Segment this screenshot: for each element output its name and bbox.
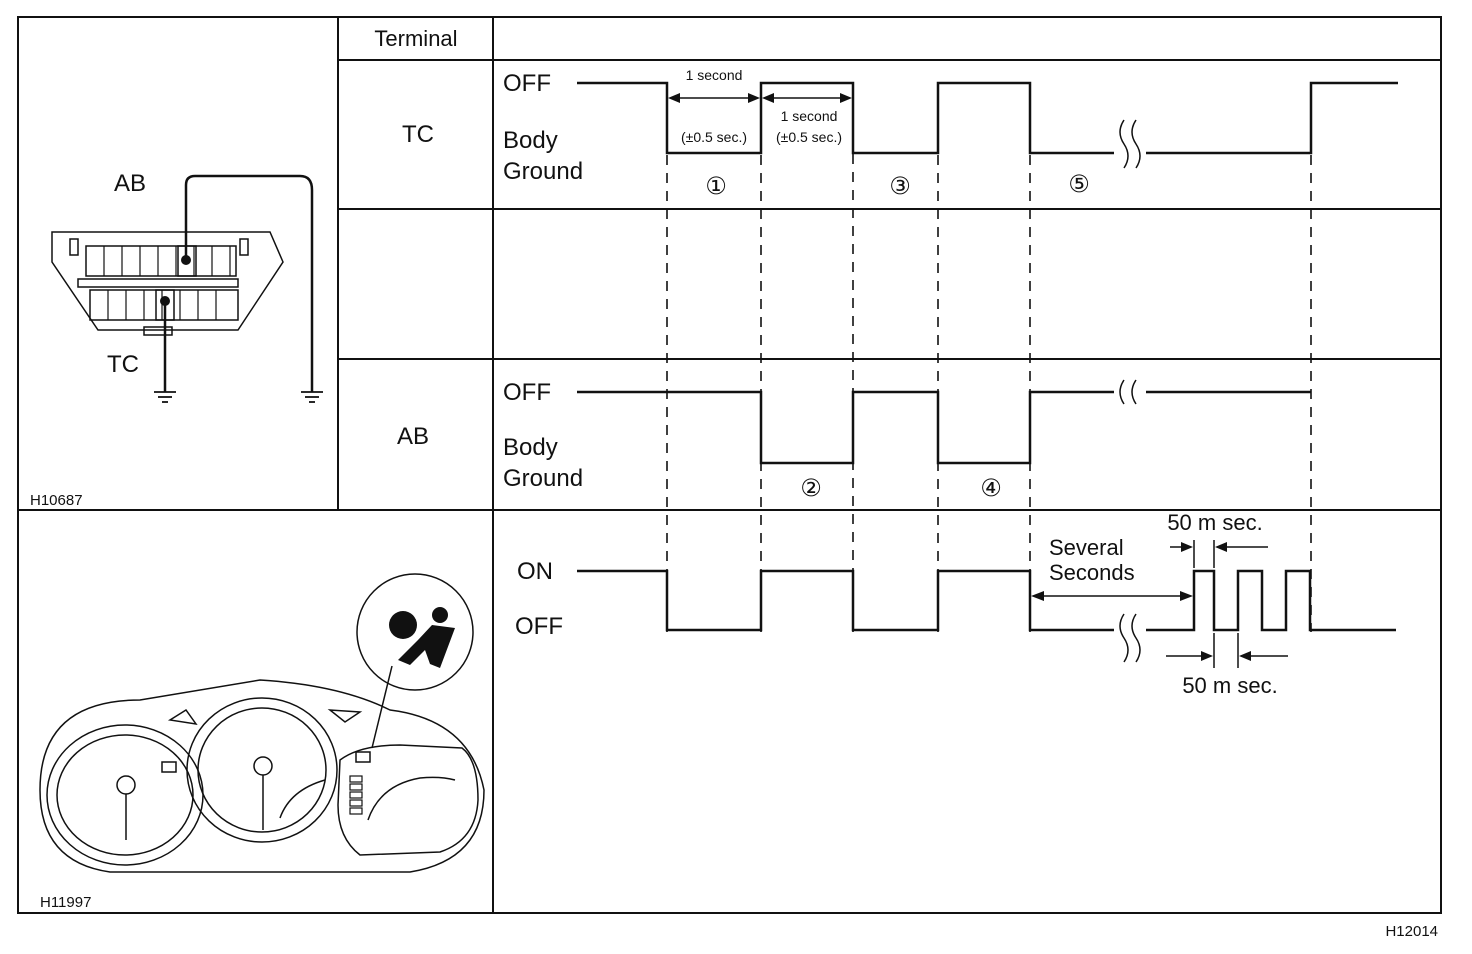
lamp-waveform <box>577 569 1396 663</box>
ab-waveform <box>577 379 1311 465</box>
several-label-2: Seconds <box>1049 560 1135 585</box>
table-grid <box>17 16 1442 914</box>
ab-ground-label: Ground <box>503 465 583 492</box>
interval-arrows <box>668 93 852 103</box>
dlc-connector-illustration <box>51 174 323 403</box>
ab-body-label: Body <box>503 434 558 461</box>
break-symbol <box>1119 613 1141 663</box>
lamp-on-label: ON <box>517 558 553 585</box>
lamp-off-label: OFF <box>515 613 563 640</box>
step-4: ④ <box>980 475 1002 502</box>
interval1-label: 1 second <box>686 67 743 83</box>
connector-ab-label: AB <box>114 170 146 197</box>
interval2-label: 1 second <box>781 108 838 124</box>
connector-tc-label: TC <box>107 351 139 378</box>
page-figure-code: H12014 <box>1385 923 1438 940</box>
step-1: ① <box>705 173 727 200</box>
cluster-figure-code: H11997 <box>40 894 91 911</box>
airbag-lamp-icon <box>389 611 417 639</box>
fuel-gauge-bars <box>349 775 363 815</box>
break-symbol <box>1119 119 1141 169</box>
pulse-width-arrows <box>1166 540 1288 668</box>
step-5: ⑤ <box>1068 171 1090 198</box>
pulse-on-label: 50 m sec. <box>1167 510 1262 535</box>
tc-waveform <box>577 81 1398 169</box>
connector-figure-code: H10687 <box>30 492 83 509</box>
ground-symbol <box>301 391 323 403</box>
pulse-off-label: 50 m sec. <box>1182 673 1277 698</box>
break-symbol <box>1119 379 1137 405</box>
step-3: ③ <box>889 173 911 200</box>
connector-pins <box>103 246 231 320</box>
step-2: ② <box>800 475 822 502</box>
several-label-1: Several <box>1049 535 1124 560</box>
ab-off-label: OFF <box>503 379 551 406</box>
tc-body-label: Body <box>503 127 558 154</box>
combination-meter-illustration <box>39 573 485 873</box>
ground-symbol <box>154 391 176 403</box>
interval1-tol: (±0.5 sec.) <box>681 129 747 145</box>
row-label-tc: TC <box>402 121 434 148</box>
tc-ground-label: Ground <box>503 158 583 185</box>
header-terminal: Terminal <box>374 26 457 51</box>
interval2-tol: (±0.5 sec.) <box>776 129 842 145</box>
several-seconds-arrow <box>1031 591 1193 601</box>
row-label-ab: AB <box>397 423 429 450</box>
tc-off-label: OFF <box>503 70 551 97</box>
